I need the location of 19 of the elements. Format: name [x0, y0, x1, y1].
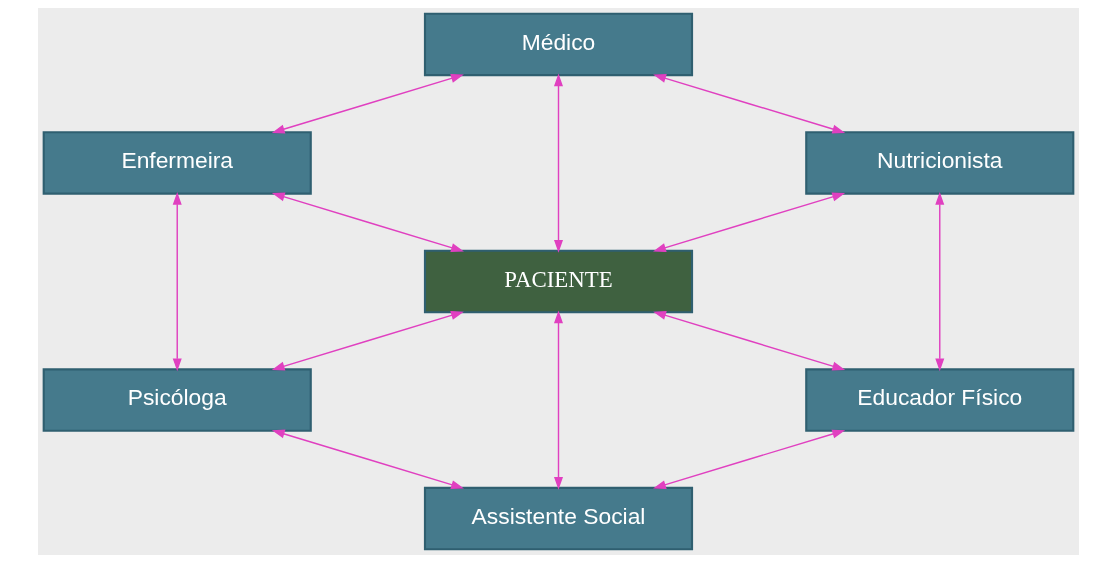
arrow: [271, 311, 464, 371]
arrow: [653, 74, 846, 134]
arrow: [935, 191, 945, 372]
node-box: Nutricionista: [805, 131, 1075, 195]
node-box: Assistente Social: [423, 486, 694, 551]
arrow: [271, 192, 464, 252]
node-box: PACIENTE: [423, 249, 694, 314]
arrow: [653, 311, 846, 371]
arrow: [172, 191, 182, 372]
node-box: Médico: [423, 12, 694, 77]
arrow: [271, 429, 464, 489]
arrow: [653, 192, 846, 252]
arrow: [554, 310, 563, 490]
arrow: [653, 429, 846, 489]
node-box: Educador Físico: [805, 368, 1075, 432]
arrow: [271, 74, 464, 134]
node-box: Psicóloga: [42, 368, 312, 432]
arrow: [554, 73, 563, 253]
node-box: Enfermeira: [42, 131, 312, 195]
